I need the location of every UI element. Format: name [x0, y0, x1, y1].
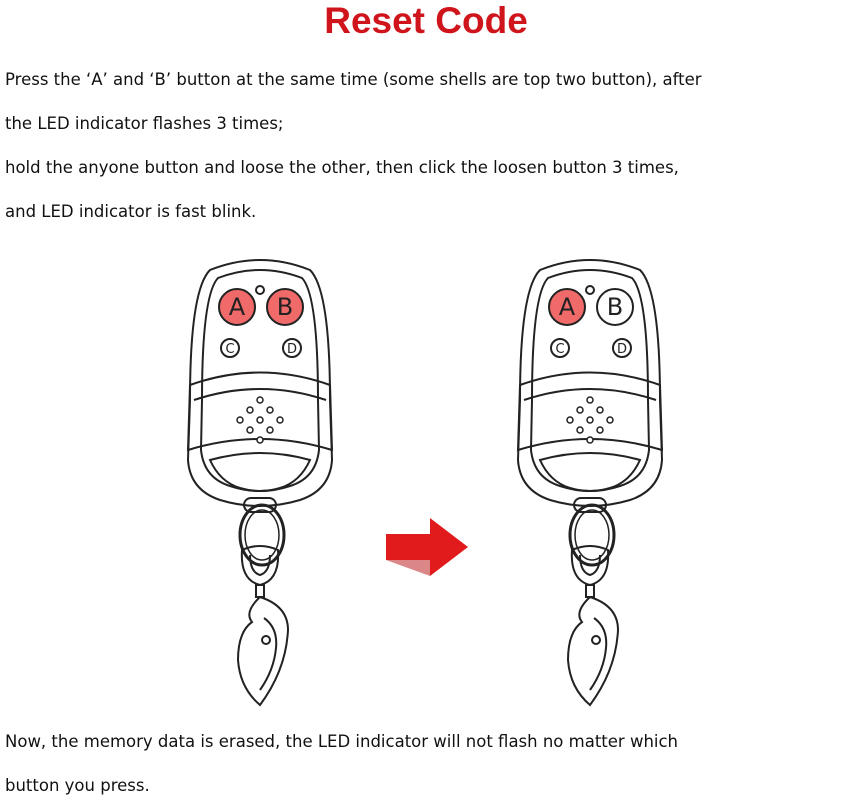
remote-band [186, 371, 334, 452]
button-a-label: A [229, 293, 246, 321]
split-ring [568, 503, 616, 567]
button-c: C [220, 338, 240, 358]
speaker-holes [566, 396, 614, 444]
key-loop [573, 497, 607, 513]
button-b-label: B [277, 293, 293, 321]
button-d: D [612, 338, 632, 358]
button-c: C [550, 338, 570, 358]
swivel [570, 545, 610, 587]
instruction-line: and LED indicator is fast blink. [5, 202, 257, 221]
button-c-label: C [225, 342, 234, 357]
led-indicator [255, 285, 265, 295]
right-arrow-icon [386, 518, 468, 576]
button-c-label: C [555, 342, 564, 357]
swivel [240, 545, 280, 587]
button-d: D [282, 338, 302, 358]
button-d-label: D [617, 342, 627, 357]
led-indicator [585, 285, 595, 295]
speaker-holes [236, 396, 284, 444]
button-a-label: A [559, 293, 576, 321]
lobster-clasp [566, 595, 620, 707]
conclusion-line: button you press. [5, 776, 150, 795]
button-d-label: D [287, 342, 297, 357]
split-ring [238, 503, 286, 567]
conclusion-line: Now, the memory data is erased, the LED … [5, 732, 679, 751]
instruction-line: the LED indicator flashes 3 times; [5, 114, 284, 133]
remote-key-fob-right: A B C D [516, 259, 664, 707]
conclusion-text: Now, the memory data is erased, the LED … [5, 720, 850, 808]
instructions-text: Press the ‘A’ and ‘B’ button at the same… [5, 58, 850, 234]
button-b-label: B [607, 293, 623, 321]
instruction-line: hold the anyone button and loose the oth… [5, 158, 679, 177]
key-loop [243, 497, 277, 513]
remote-key-fob-left: A B C D [186, 259, 334, 707]
remote-inner-shell [199, 269, 321, 492]
button-a: A [218, 288, 256, 326]
button-b: B [596, 288, 634, 326]
remote-inner-shell [529, 269, 651, 492]
page-title: Reset Code [324, 0, 528, 41]
remote-band [516, 371, 664, 452]
button-b: B [266, 288, 304, 326]
button-a: A [548, 288, 586, 326]
instruction-line: Press the ‘A’ and ‘B’ button at the same… [5, 70, 702, 89]
lobster-clasp [236, 595, 290, 707]
